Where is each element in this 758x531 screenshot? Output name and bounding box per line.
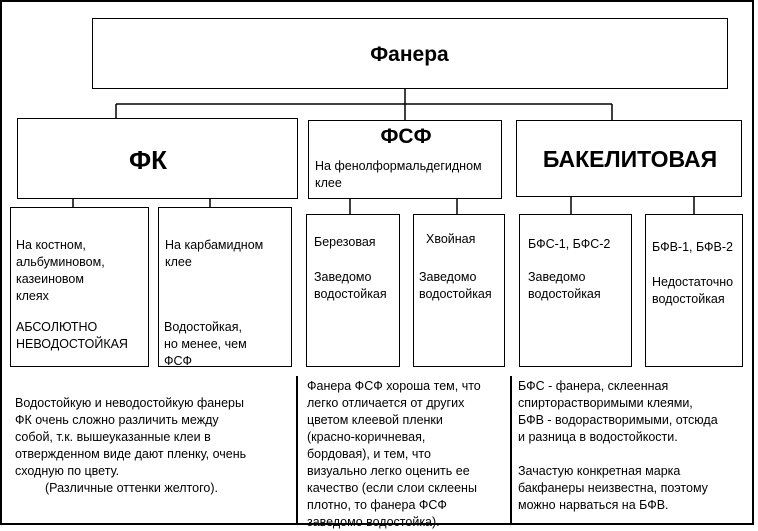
note-line: качество (если слои склеены (307, 481, 477, 495)
note-line: ФК очень сложно различить между (15, 413, 219, 427)
note-line: визуально легко оценить ее (307, 464, 470, 478)
note-line: (Различные оттенки желтого). (45, 481, 218, 495)
note-line (518, 446, 718, 463)
note-line: собой, т.к. вышеуказанные клеи в (15, 430, 211, 444)
category-title-bakelite: БАКЕЛИТОВАЯ (542, 146, 718, 172)
leaf-box-fk-bone-glue: На костном, альбуминовом, казеиновом кле… (10, 207, 149, 367)
category-subtitle-fsf-2: клее (315, 176, 342, 190)
root-title: Фанера (370, 43, 449, 66)
note-line: можно нарваться на БФВ. (518, 498, 669, 512)
note-divider-left (296, 376, 298, 523)
leaf-status: водостойкая (528, 287, 601, 301)
leaf-status: Водостойкая, (164, 320, 242, 334)
leaf-status: водостойкая (314, 287, 387, 301)
note-fk: Водостойкую и неводостойкую фанеры ФК оч… (15, 395, 246, 497)
leaf-status: ФСФ (164, 354, 193, 368)
leaf-box-fk-urea-glue: На карбамидном клее Водостойкая, но мене… (158, 207, 292, 368)
leaf-box-bfv: БФВ-1, БФВ-2 Недостаточно водостойкая (645, 214, 743, 367)
leaf-text: На карбамидном (165, 238, 264, 252)
leaf-text: казеиновом (16, 272, 84, 286)
note-line: цветом клеевой пленки (307, 413, 443, 427)
category-title-fk: ФК (128, 145, 168, 175)
leaf-status: АБСОЛЮТНО (16, 320, 98, 334)
leaf-status: но менее, чем (164, 337, 247, 351)
category-box-fsf: ФСФ На фенолформальдегидном клее (308, 120, 502, 199)
note-line: бордовая), и тем, что (307, 447, 431, 461)
category-box-bakelite: БАКЕЛИТОВАЯ (516, 120, 742, 197)
note-line: и разница в водостойкости. (518, 430, 678, 444)
leaf-status: Заведомо (314, 270, 372, 284)
category-box-fk: ФК (17, 118, 298, 199)
leaf-text: клее (165, 255, 192, 269)
note-line: спиртора­створимыми клеями, (518, 396, 693, 410)
note-line: БФС - фанера, склеенная (518, 379, 669, 393)
note-line: Водостойкую и неводостойкую фанеры (15, 396, 244, 410)
leaf-box-fsf-birch: Березовая Заведомо водостойкая (306, 214, 400, 367)
leaf-text: БФВ-1, БФВ-2 (652, 240, 733, 254)
note-divider-right (510, 376, 512, 523)
note-bakelite: БФС - фанера, склеенная спиртора­створим… (518, 378, 718, 514)
leaf-box-bfs: БФС-1, БФС-2 Заведомо водостойкая (519, 214, 632, 367)
category-title-fsf: ФСФ (380, 125, 432, 148)
note-line: легко отличается от других (307, 396, 465, 410)
note-line: (красно-коричневая, (307, 430, 426, 444)
leaf-text: БФС-1, БФС-2 (528, 237, 611, 251)
note-line: Фанера ФСФ хороша тем, что (307, 379, 481, 393)
note-line: отвержденном виде дают пленку, очень (15, 447, 247, 461)
leaf-status: водостойкая (419, 287, 492, 301)
category-subtitle-fsf-1: На фенолформальдегидном (315, 159, 482, 173)
note-fsf: Фанера ФСФ хороша тем, что легко отличае… (307, 378, 481, 531)
leaf-status: водостойкая (652, 292, 725, 306)
leaf-text: На костном, (16, 238, 86, 252)
note-line: БФВ - водорастворимыми, отсюда (518, 413, 718, 427)
leaf-text: альбуминовом, (16, 255, 105, 269)
leaf-status: Заведомо (528, 270, 586, 284)
leaf-text: Хвойная (426, 232, 476, 246)
leaf-box-fsf-conifer: Хвойная Заведомо водостойкая (413, 214, 505, 367)
note-line: Зачастую конкретная марка (518, 464, 681, 478)
note-line: плотно, то фанера ФСФ (307, 498, 447, 512)
leaf-text: Березовая (314, 235, 376, 249)
note-line: бакфанеры неизвестна, поэтому (518, 481, 708, 495)
leaf-status: Недостаточно (652, 275, 734, 289)
leaf-status: НЕВОДОСТОЙКАЯ (16, 337, 128, 351)
note-line: заведомо водостойка). (307, 515, 440, 529)
root-box: Фанера (92, 18, 728, 89)
leaf-text: клеях (16, 289, 49, 303)
leaf-status: Заведомо (419, 270, 477, 284)
note-line: сходную по цвету. (15, 464, 120, 478)
